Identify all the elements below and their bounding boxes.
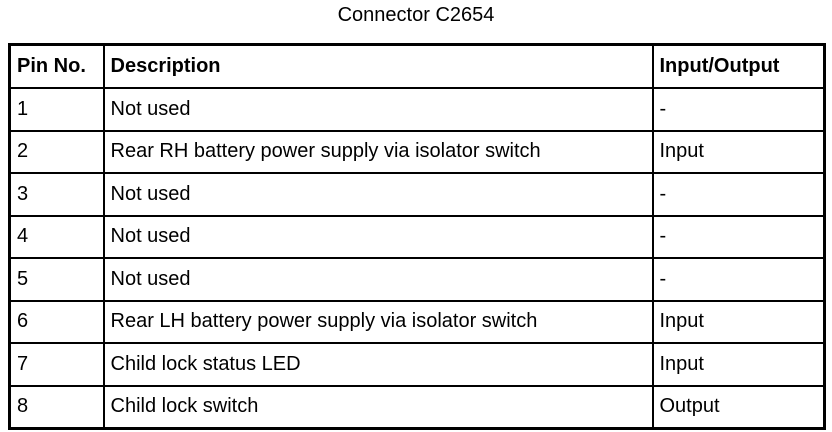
description-cell: Rear LH battery power supply via isolato…	[102, 299, 654, 344]
description-cell: Not used	[102, 257, 654, 302]
pin-no-cell: 5	[8, 257, 105, 302]
table-row: 6 Rear LH battery power supply via isola…	[8, 299, 826, 344]
input-output-cell: -	[651, 214, 826, 259]
table-row: 2 Rear RH battery power supply via isola…	[8, 129, 826, 174]
column-header-input-output: Input/Output	[651, 43, 826, 89]
input-output-cell: -	[651, 257, 826, 302]
pin-no-cell: 8	[8, 384, 105, 430]
pin-no-cell: 3	[8, 172, 105, 217]
pin-no-cell: 1	[8, 87, 105, 132]
pin-no-cell: 7	[8, 342, 105, 387]
table-row: 4 Not used -	[8, 214, 826, 259]
column-header-description: Description	[102, 43, 654, 89]
table-row: 1 Not used -	[8, 87, 826, 132]
input-output-cell: Output	[651, 384, 826, 430]
input-output-cell: Input	[651, 342, 826, 387]
column-header-pin-no: Pin No.	[8, 43, 105, 89]
input-output-cell: -	[651, 87, 826, 132]
table-row: 7 Child lock status LED Input	[8, 342, 826, 387]
pin-no-cell: 2	[8, 129, 105, 174]
table-header-row: Pin No. Description Input/Output	[8, 43, 826, 89]
input-output-cell: -	[651, 172, 826, 217]
description-cell: Child lock status LED	[102, 342, 654, 387]
description-cell: Rear RH battery power supply via isolato…	[102, 129, 654, 174]
table-row: 5 Not used -	[8, 257, 826, 302]
input-output-cell: Input	[651, 129, 826, 174]
input-output-cell: Input	[651, 299, 826, 344]
table-row: 3 Not used -	[8, 172, 826, 217]
page-title: Connector C2654	[337, 4, 495, 26]
description-cell: Not used	[102, 214, 654, 259]
table-row: 8 Child lock switch Output	[8, 384, 826, 430]
description-cell: Child lock switch	[102, 384, 654, 430]
description-cell: Not used	[102, 87, 654, 132]
pin-no-cell: 4	[8, 214, 105, 259]
description-cell: Not used	[102, 172, 654, 217]
pin-no-cell: 6	[8, 299, 105, 344]
connector-pinout-table: Pin No. Description Input/Output 1 Not u…	[8, 43, 826, 430]
